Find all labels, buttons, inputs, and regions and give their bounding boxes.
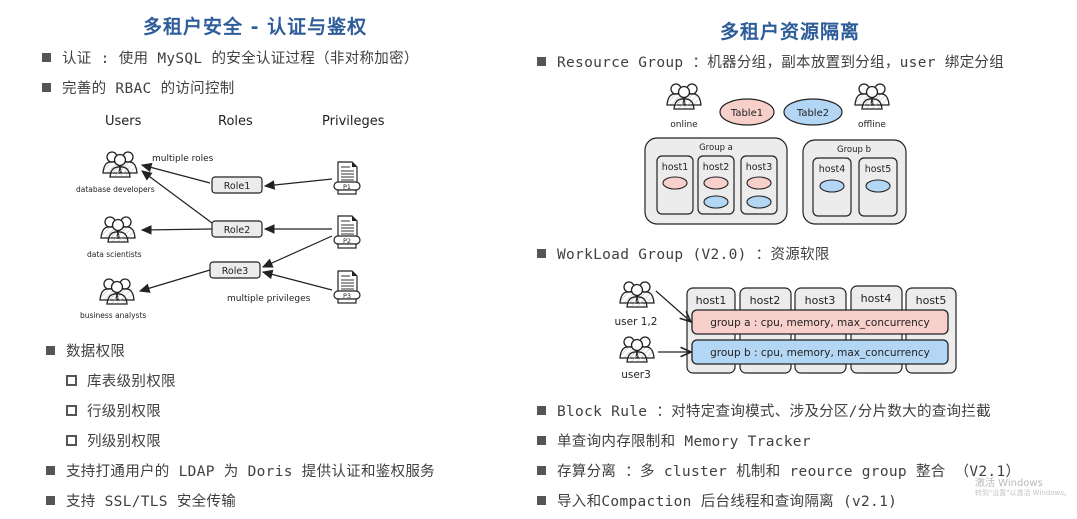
arrow <box>261 235 333 268</box>
user-label: business analysts <box>80 311 146 320</box>
bullet-square-icon <box>537 496 546 505</box>
replica <box>746 176 772 190</box>
arrow <box>655 290 690 321</box>
replica <box>819 179 845 193</box>
hollow-square-icon <box>66 375 77 386</box>
bullet-memory-tracker: 单查询内存限制和 Memory Tracker <box>537 430 811 451</box>
bullet-square-icon <box>537 436 546 445</box>
role-label: Role3 <box>222 266 249 277</box>
host-label: host3 <box>746 162 773 173</box>
role-label: Role2 <box>224 225 251 236</box>
privilege-label: P2 <box>343 237 351 245</box>
col-roles-label: Roles <box>218 114 253 129</box>
table2-label: Table2 <box>796 108 829 119</box>
bullet-compute-storage: 存算分离 ：多 cluster 机制和 reource group 整合 （V2… <box>537 460 1020 481</box>
sub-bullet: 库表级别权限 <box>66 370 176 391</box>
col-privileges-label: Privileges <box>322 114 385 129</box>
hollow-square-icon <box>66 405 77 416</box>
resource-group-diagram: online offline Table1 Table2 Group a hos… <box>644 83 907 225</box>
host-label: host4 <box>861 292 892 305</box>
group-a-label: Group a <box>699 143 733 153</box>
users-offline-icon <box>854 83 890 110</box>
user-label: database developers <box>76 185 155 194</box>
arrow <box>138 269 211 293</box>
users-icon <box>619 336 655 363</box>
bullet-square-icon <box>537 57 546 66</box>
role-box <box>211 176 263 194</box>
sub-bullet: 列级别权限 <box>66 430 161 451</box>
host-label: host2 <box>750 294 781 307</box>
bullet-auth: 认证 : 使用 MySQL 的安全认证过程（非对称加密） <box>42 47 419 68</box>
host-label: host5 <box>865 164 892 175</box>
arrow <box>263 178 333 190</box>
bullet-compaction: 导入和Compaction 后台线程和查询隔离 (v2.1) <box>537 490 897 511</box>
table2-ellipse <box>783 98 843 126</box>
users-online-icon <box>666 83 702 110</box>
activation-watermark-title: 激活 Windows <box>975 478 1043 489</box>
col-users-label: Users <box>105 114 142 129</box>
bullet-square-icon <box>46 346 55 355</box>
sub-bullet: 行级别权限 <box>66 400 161 421</box>
group-b-bar-label: group b : cpu, memory, max_concurrency <box>710 347 930 359</box>
replica <box>865 179 891 193</box>
bullet-square-icon <box>42 53 51 62</box>
group-a-bar-label: group a : cpu, memory, max_concurrency <box>710 317 930 329</box>
arrow <box>261 269 333 291</box>
bullet-ldap: 支持打通用户的 LDAP 为 Doris 提供认证和鉴权服务 <box>46 460 435 481</box>
note-multiple-roles: multiple roles <box>152 154 214 164</box>
host-label: host1 <box>662 162 689 173</box>
rbac-diagram: Users Roles Privileges database develope… <box>76 114 385 320</box>
user-label: data scientists <box>87 250 142 259</box>
hollow-square-icon <box>66 435 77 446</box>
bullet-square-icon <box>46 496 55 505</box>
host-label: host4 <box>819 164 846 175</box>
users-icon <box>102 151 138 178</box>
privilege-label: P1 <box>343 183 351 191</box>
bullet-square-icon <box>42 83 51 92</box>
replica <box>703 176 729 190</box>
bullet-square-icon <box>537 466 546 475</box>
bullet-square-icon <box>46 466 55 475</box>
left-title: 多租户安全 - 认证与鉴权 <box>143 16 368 38</box>
role-label: Role1 <box>224 181 251 192</box>
table1-label: Table1 <box>730 108 763 119</box>
user-a-label: user 1,2 <box>615 316 658 328</box>
right-title: 多租户资源隔离 <box>720 21 861 43</box>
bullet-square-icon <box>537 406 546 415</box>
note-multiple-privileges: multiple privileges <box>227 294 311 304</box>
table1-ellipse <box>719 98 775 126</box>
offline-label: offline <box>858 120 886 130</box>
bullet-square-icon <box>537 249 546 258</box>
replica <box>662 176 688 190</box>
bullet-resource-group: Resource Group ：机器分组，副本放置到分组，user 绑定分组 <box>537 51 1004 72</box>
arrow <box>141 170 213 224</box>
bullet-workload-group: WorkLoad Group (V2.0) ：资源软限 <box>537 243 830 264</box>
replica <box>746 195 772 209</box>
user-b-label: user3 <box>621 369 651 381</box>
group-b-label: Group b <box>837 145 871 155</box>
bullet-rbac: 完善的 RBAC 的访问控制 <box>42 77 235 98</box>
arrow <box>140 162 211 184</box>
arrow <box>140 225 213 235</box>
bullet-ssl: 支持 SSL/TLS 安全传输 <box>46 490 236 511</box>
activation-watermark-subtitle: 转到"设置"以激活 Windows。 <box>975 489 1071 497</box>
users-icon <box>619 281 655 308</box>
replica <box>703 195 729 209</box>
workload-group-diagram: host1 host2 host3 host4 host5 group a : … <box>615 281 957 381</box>
bullet-block-rule: Block Rule ：对特定查询模式、涉及分区/分片数大的查询拦截 <box>537 400 991 421</box>
host-label: host2 <box>703 162 730 173</box>
users-icon <box>100 216 136 243</box>
online-label: online <box>670 120 698 130</box>
bullet-data-perm: 数据权限 <box>46 340 125 361</box>
host-label: host5 <box>916 294 947 307</box>
privilege-label: P3 <box>343 292 351 300</box>
host-label: host3 <box>805 294 836 307</box>
host-label: host1 <box>696 294 727 307</box>
users-icon <box>99 278 135 305</box>
